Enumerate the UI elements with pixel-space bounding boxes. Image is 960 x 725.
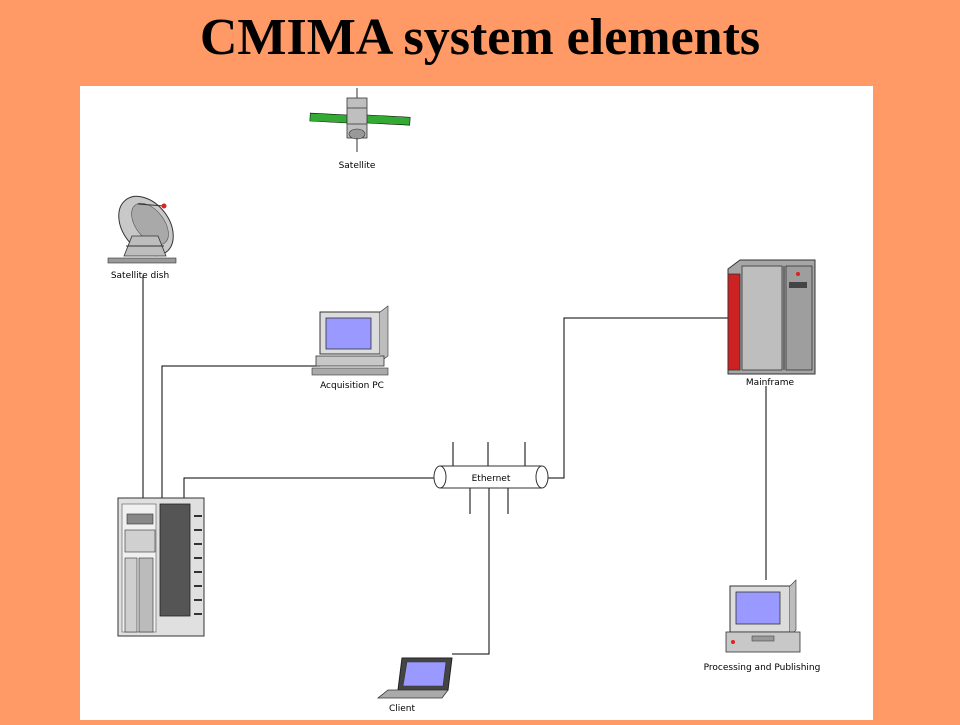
page-title: CMIMA system elements <box>199 9 761 66</box>
server-tower-icon <box>117 497 205 637</box>
client-label: Client <box>389 704 416 714</box>
ethernet-to-mainframe-line <box>543 317 728 479</box>
processing-pc-icon <box>725 579 801 653</box>
ethernet-label: Ethernet <box>472 474 511 484</box>
diagram-canvas: Satellite Satellite dish Acquisition PC … <box>80 86 873 720</box>
satellite-dish-label: Satellite dish <box>111 271 169 281</box>
acqpc-to-server-line <box>161 365 320 498</box>
satellite-dish-icon <box>107 195 177 264</box>
acquisition-pc-label: Acquisition PC <box>320 381 384 391</box>
ethernet-to-client-line <box>452 486 490 655</box>
connection-lines <box>142 276 767 655</box>
server-to-ethernet-line <box>183 477 436 498</box>
ethernet-bus-icon <box>433 465 549 489</box>
satellite-icon <box>309 88 411 152</box>
mainframe-label: Mainframe <box>746 378 795 388</box>
processing-label: Processing and Publishing <box>704 663 821 673</box>
client-laptop-icon <box>376 657 453 699</box>
mainframe-icon <box>727 259 816 375</box>
satellite-label: Satellite <box>339 161 376 171</box>
network-diagram: Satellite Satellite dish Acquisition PC … <box>107 88 821 714</box>
acquisition-pc-icon <box>311 305 389 376</box>
